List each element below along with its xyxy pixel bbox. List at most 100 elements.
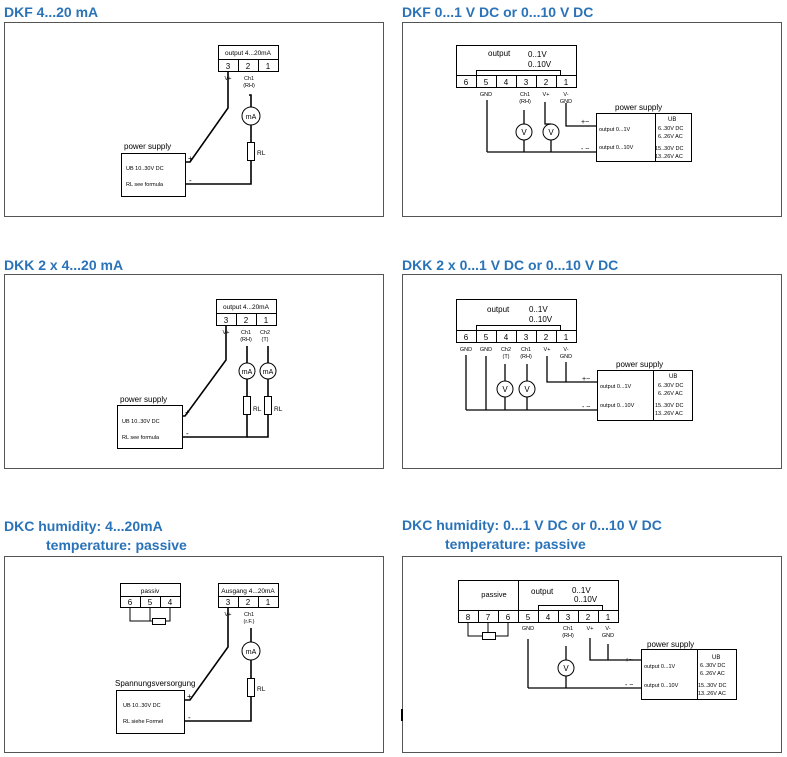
terminal-1: 1	[266, 598, 271, 607]
terminal-label: GND	[560, 99, 572, 105]
terminal-1: 1	[606, 613, 611, 622]
output-label: output	[531, 587, 554, 596]
panel-title-dkc-ma-line1: DKC humidity: 4...20mA	[4, 518, 163, 534]
meter-label: V	[524, 385, 530, 394]
power-supply-label: power supply	[616, 360, 663, 369]
diagram-dkf-ma: output 4...20mA 3 2 1 V+ Ch1 (RH) mA RL …	[121, 45, 279, 197]
ps-note: RL see formula	[122, 435, 160, 441]
diagram-dkf-v: output 0..1V 0..10V 6 5 4 3 2 1 GND Ch1 …	[456, 45, 692, 162]
terminal-3: 3	[524, 333, 529, 342]
terminal-label: V+	[223, 330, 230, 336]
panel-title-dkf-ma: DKF 4...20 mA	[4, 4, 99, 20]
resistor-label: RL	[274, 406, 283, 413]
ps-note: RL see formula	[126, 182, 164, 188]
ub-label: UB	[712, 655, 720, 661]
plus-sign: +	[187, 692, 192, 701]
power-supply-box	[116, 690, 185, 734]
terminal-label: Ch2	[501, 347, 511, 353]
panel-frame-dkc-ma	[4, 556, 384, 753]
terminal-3: 3	[226, 598, 231, 607]
plus-ac-sign: +~	[625, 657, 633, 664]
terminal-label: GND	[560, 354, 572, 360]
meter-label: mA	[242, 369, 253, 376]
load-resistor	[247, 678, 255, 697]
panel-frame-dkf-ma	[4, 22, 384, 217]
output-10v-label: output 0...10V	[600, 403, 635, 409]
minus-sign: -	[189, 176, 192, 185]
meter-label: mA	[263, 369, 274, 376]
terminal-4: 4	[504, 333, 509, 342]
voltage-spec: 6..30V DC	[658, 383, 683, 389]
terminal-label: (RH)	[240, 337, 252, 343]
terminal-label: V+	[587, 626, 594, 632]
minus-ac-sign: - ~	[625, 682, 633, 689]
resistor-label: RL	[257, 150, 266, 157]
power-supply-box	[596, 113, 692, 162]
meter-label: V	[548, 128, 554, 137]
terminal-2: 2	[246, 62, 251, 71]
range-10v: 0..10V	[574, 595, 598, 604]
passive-sensor	[482, 632, 496, 640]
meter-label: V	[563, 664, 569, 673]
ps-spec: UB 10..30V DC	[122, 419, 160, 425]
ps-spec: UB 10..30V DC	[123, 703, 161, 709]
terminal-3: 3	[524, 78, 529, 87]
output-10v-label: output 0...10V	[599, 145, 634, 151]
minus-sign: -	[188, 713, 191, 722]
output-label: output	[488, 49, 511, 58]
plus-ac-sign: +~	[582, 376, 590, 383]
power-supply-label: power supply	[615, 103, 662, 112]
terminal-label: V-	[605, 626, 610, 632]
terminal-label: V-	[563, 92, 568, 98]
resistor-label: RL	[253, 406, 262, 413]
terminal-label: (r.F.)	[244, 619, 255, 625]
terminal-6: 6	[464, 78, 469, 87]
terminal-5: 5	[526, 613, 531, 622]
terminal-2: 2	[246, 598, 251, 607]
panel-frame-dkk-ma	[4, 274, 384, 469]
passive-label: passiv	[141, 588, 160, 595]
terminal-label: GND	[480, 347, 492, 353]
terminal-4: 4	[504, 78, 509, 87]
voltage-spec: 15..30V DC	[655, 146, 683, 152]
voltage-spec: 15..30V DC	[698, 683, 726, 689]
resistor-label: RL	[257, 686, 266, 693]
terminal-label: GND	[480, 92, 492, 98]
terminal-label: V+	[225, 612, 232, 618]
terminal-label: Ch1	[563, 626, 573, 632]
range-1v: 0..1V	[572, 586, 591, 595]
output-1v-label: output 0...1V	[599, 127, 631, 133]
voltage-spec: 6..30V DC	[700, 663, 725, 669]
load-resistor	[247, 142, 255, 161]
passive-terminal-6: 6	[506, 613, 511, 622]
passive-terminal-6: 6	[128, 598, 133, 607]
voltage-spec: 6..26V AC	[658, 134, 683, 140]
panel-title-dkk-ma: DKK 2 x 4...20 mA	[4, 257, 124, 273]
power-supply-label: Spannungsversorgung	[115, 679, 196, 688]
terminal-1: 1	[266, 62, 271, 71]
passive-sensor	[152, 618, 166, 625]
terminal-label: Ch1	[520, 92, 530, 98]
power-supply-label: power supply	[120, 395, 167, 404]
voltage-spec: 6..26V AC	[700, 671, 725, 677]
terminal-1: 1	[564, 333, 569, 342]
terminal-label: GND	[602, 633, 614, 639]
output-10v-label: output 0...10V	[644, 683, 679, 689]
voltage-spec: 13..26V AC	[655, 154, 683, 160]
voltage-spec: 13..26V AC	[698, 691, 726, 697]
ub-label: UB	[669, 374, 677, 380]
terminal-label: V+	[544, 347, 551, 353]
panel-frame-dkf-v	[402, 22, 782, 217]
voltage-spec: 6..26V AC	[658, 391, 683, 397]
terminal-label: (T)	[502, 354, 509, 360]
plus-sign: +	[188, 154, 193, 163]
panel-title-dkk-v: DKK 2 x 0...1 V DC or 0...10 V DC	[402, 257, 619, 273]
panel-title-dkf-v: DKF 0...1 V DC or 0...10 V DC	[402, 4, 594, 20]
diagram-dkc-ma: passiv 6 5 4 Ausgang 4...20mA 3 2 1 V+ C…	[115, 583, 279, 734]
passive-terminal-8: 8	[466, 613, 471, 622]
panel-frame-dkk-v	[402, 274, 782, 469]
output-1v-label: output 0...1V	[644, 664, 676, 670]
ps-spec: UB 10..30V DC	[126, 166, 164, 172]
terminal-label: Ch1	[244, 612, 254, 618]
